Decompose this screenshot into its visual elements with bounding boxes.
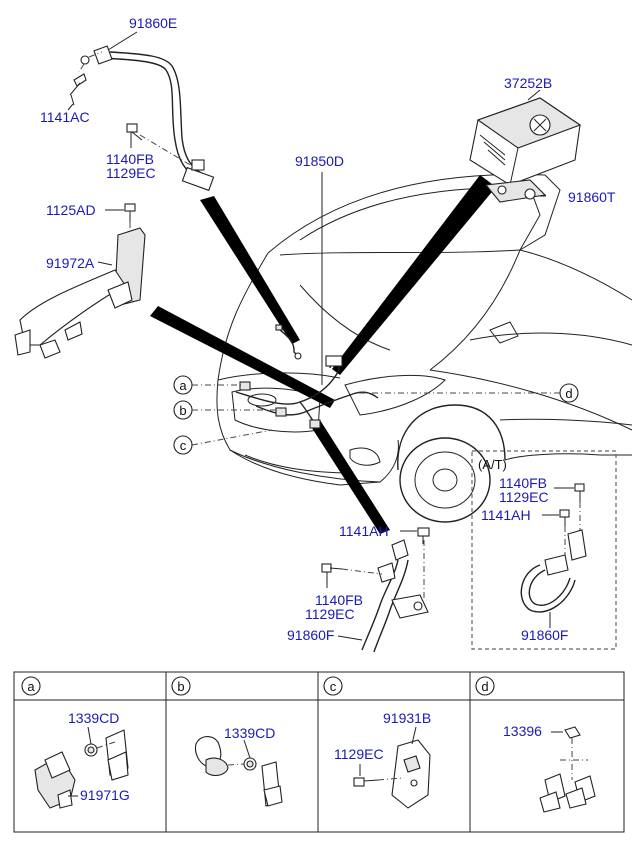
callout-a: a — [173, 375, 242, 395]
main-harness — [235, 324, 379, 429]
label-1129EC-upper: 1129EC — [106, 165, 156, 181]
detail-d-drawing — [539, 726, 596, 813]
label-91972A: 91972A — [46, 255, 95, 271]
svg-text:d: d — [481, 679, 488, 694]
table-header-a: a — [21, 676, 41, 696]
label-at-1140FB: 1140FB — [499, 475, 547, 491]
label-91860E: 91860E — [129, 15, 177, 31]
detail-d-part1: 13396 — [503, 723, 542, 739]
svg-text:b: b — [179, 403, 186, 418]
pointer-wedges — [150, 175, 496, 534]
label-1141AH-main: 1141AH — [339, 523, 389, 539]
label-91860T: 91860T — [568, 189, 616, 205]
detail-c-part2: 1129EC — [334, 746, 384, 762]
detail-c-part1: 91931B — [383, 710, 431, 726]
label-1140FB-lower: 1140FB — [315, 592, 363, 608]
callout-b: b — [173, 400, 278, 420]
detail-a-part2: 91971G — [80, 787, 130, 803]
label-at-91860F: 91860F — [521, 627, 568, 643]
label-37252B: 37252B — [504, 75, 552, 91]
module-37252B — [469, 89, 582, 186]
battery-cable-91860E — [78, 45, 215, 192]
bolt-1141AH-main — [400, 527, 430, 544]
cable-91860F — [361, 539, 429, 653]
label-91850D: 91850D — [295, 153, 344, 169]
svg-text:d: d — [565, 386, 572, 401]
svg-text:c: c — [330, 679, 337, 694]
at-box-title: (A/T) — [478, 457, 507, 472]
bolt-1140FB-lower — [321, 563, 383, 588]
table-header-d: d — [475, 676, 495, 696]
label-at-1129EC: 1129EC — [499, 489, 549, 505]
svg-text:a: a — [27, 679, 35, 694]
svg-text:b: b — [177, 679, 184, 694]
detail-a-part1: 1339CD — [68, 710, 119, 726]
detail-c-drawing — [353, 726, 431, 809]
callout-d: d — [358, 383, 579, 403]
bolt-1125AD — [105, 203, 136, 245]
detail-b-part1: 1339CD — [224, 725, 275, 741]
at-variant-box: (A/T) — [471, 450, 617, 650]
callout-c: c — [173, 429, 273, 455]
bolt-1141AC — [69, 73, 87, 106]
label-91860F-main: 91860F — [287, 627, 334, 643]
car-illustration — [216, 173, 633, 523]
detail-table: a b c d 1339CD 91971G — [13, 671, 625, 833]
svg-text:a: a — [179, 378, 187, 393]
label-1140FB-upper: 1140FB — [106, 151, 154, 167]
label-1141AC: 1141AC — [40, 109, 90, 125]
terminal-91860T — [484, 179, 547, 203]
bracket-91972A — [14, 227, 146, 359]
table-header-b: b — [171, 676, 191, 696]
label-1125AD: 1125AD — [46, 202, 96, 218]
label-at-1141AH: 1141AH — [481, 507, 531, 523]
svg-text:c: c — [180, 438, 187, 453]
detail-b-drawing — [194, 736, 283, 807]
label-1129EC-lower: 1129EC — [305, 606, 355, 622]
detail-a-drawing — [34, 726, 129, 809]
table-header-c: c — [323, 676, 343, 696]
bolt-1140FB-upper — [126, 123, 143, 148]
leader-91860F-main — [337, 635, 363, 641]
